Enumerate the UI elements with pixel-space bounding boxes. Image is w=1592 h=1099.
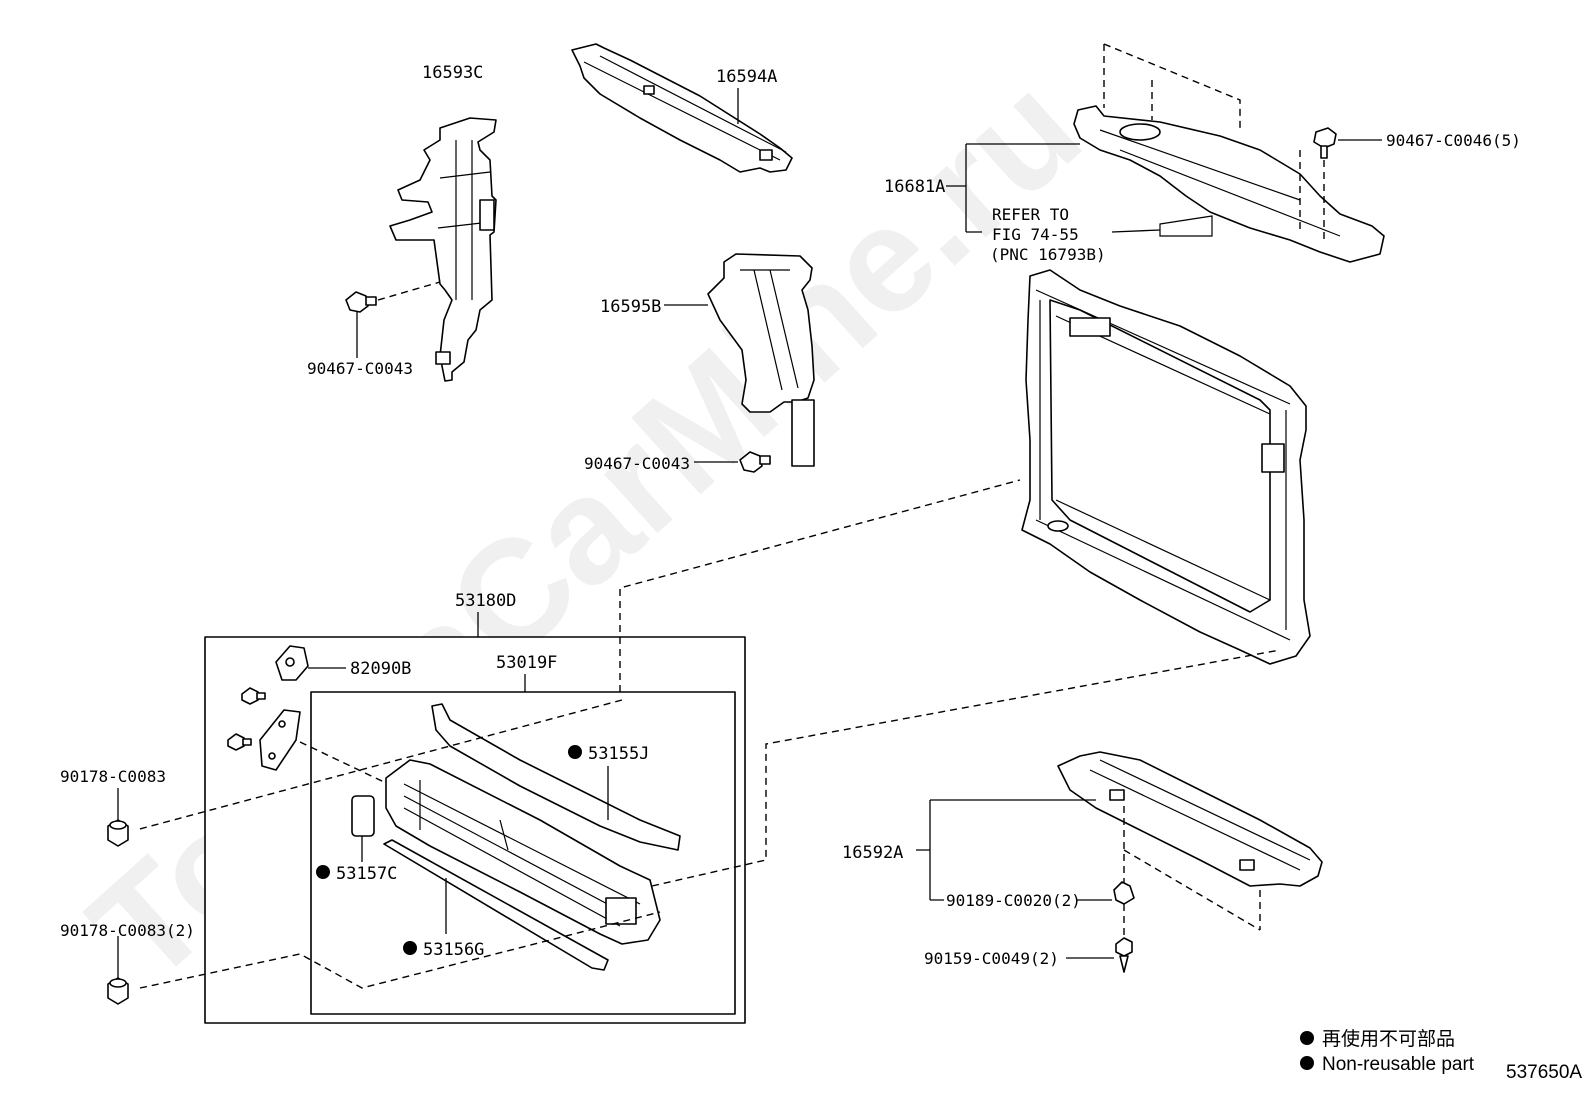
refer-line-3: (PNC 16793B): [990, 245, 1106, 264]
legend-jp: 再使用不可部品: [1322, 1028, 1455, 1050]
part-53155J-drawing: [431, 703, 681, 851]
label-90467-C0043-a: 90467-C0043: [307, 359, 413, 378]
refer-line-2: FIG 74-55: [992, 225, 1079, 244]
bolt-small-b: [227, 733, 252, 751]
label-53156G: 53156G: [423, 940, 484, 960]
part-53157C-drawing: [351, 795, 375, 837]
figure-id: 537650A: [1506, 1062, 1582, 1083]
label-16595B: 16595B: [600, 297, 661, 317]
label-90178-C0083: 90178-C0083: [60, 767, 166, 786]
part-16681A-drawing: [1073, 105, 1385, 263]
label-53180D: 53180D: [455, 591, 516, 611]
label-90467-C0043-b: 90467-C0043: [584, 454, 690, 473]
refer-line-1: REFER TO: [992, 205, 1069, 224]
clip-90189-C0020: [1113, 881, 1135, 905]
label-53155J: 53155J: [588, 744, 649, 764]
legend-dot-jp: [1300, 1031, 1314, 1045]
label-16592A: 16592A: [842, 843, 903, 863]
label-90178-C0083-2: 90178-C0083(2): [60, 921, 195, 940]
label-90189-C0020: 90189-C0020(2): [946, 891, 1081, 910]
part-16592A-drawing: [1057, 751, 1323, 887]
part-53156G-drawing: [383, 839, 609, 971]
non-reusable-dot-53157C: [316, 865, 330, 879]
part-16594A-drawing: [571, 43, 793, 173]
nut-90178-C0083-2: [107, 977, 129, 1005]
part-16595B-drawing: [707, 253, 815, 467]
clip-90467-C0043-a: [345, 291, 377, 313]
clip-90467-C0046: [1313, 127, 1337, 159]
label-16594A: 16594A: [716, 67, 777, 87]
bolt-small-a: [241, 687, 266, 705]
label-90467-C0046: 90467-C0046(5): [1386, 131, 1521, 150]
legend-en: Non-reusable part: [1322, 1054, 1475, 1075]
clip-90467-C0043-b: [739, 451, 771, 473]
screw-90159-C0049: [1115, 937, 1133, 973]
label-53019F: 53019F: [496, 653, 557, 673]
label-53157C: 53157C: [336, 864, 397, 884]
non-reusable-dot-53156G: [403, 941, 417, 955]
label-16593C: 16593C: [422, 63, 483, 83]
label-82090B: 82090B: [350, 659, 411, 679]
radiator-support-frame: [1021, 269, 1311, 665]
part-82090B-drawing: [275, 645, 309, 681]
label-16681A: 16681A: [884, 177, 945, 197]
non-reusable-dot-53155J: [568, 745, 582, 759]
label-90159-C0049: 90159-C0049(2): [924, 949, 1059, 968]
shutter-assembly-drawing: [385, 759, 661, 945]
bracket-drawing: [259, 709, 301, 771]
legend-dot-en: [1300, 1056, 1314, 1070]
nut-90178-C0083: [107, 819, 129, 847]
part-16593C-drawing: [389, 117, 497, 382]
